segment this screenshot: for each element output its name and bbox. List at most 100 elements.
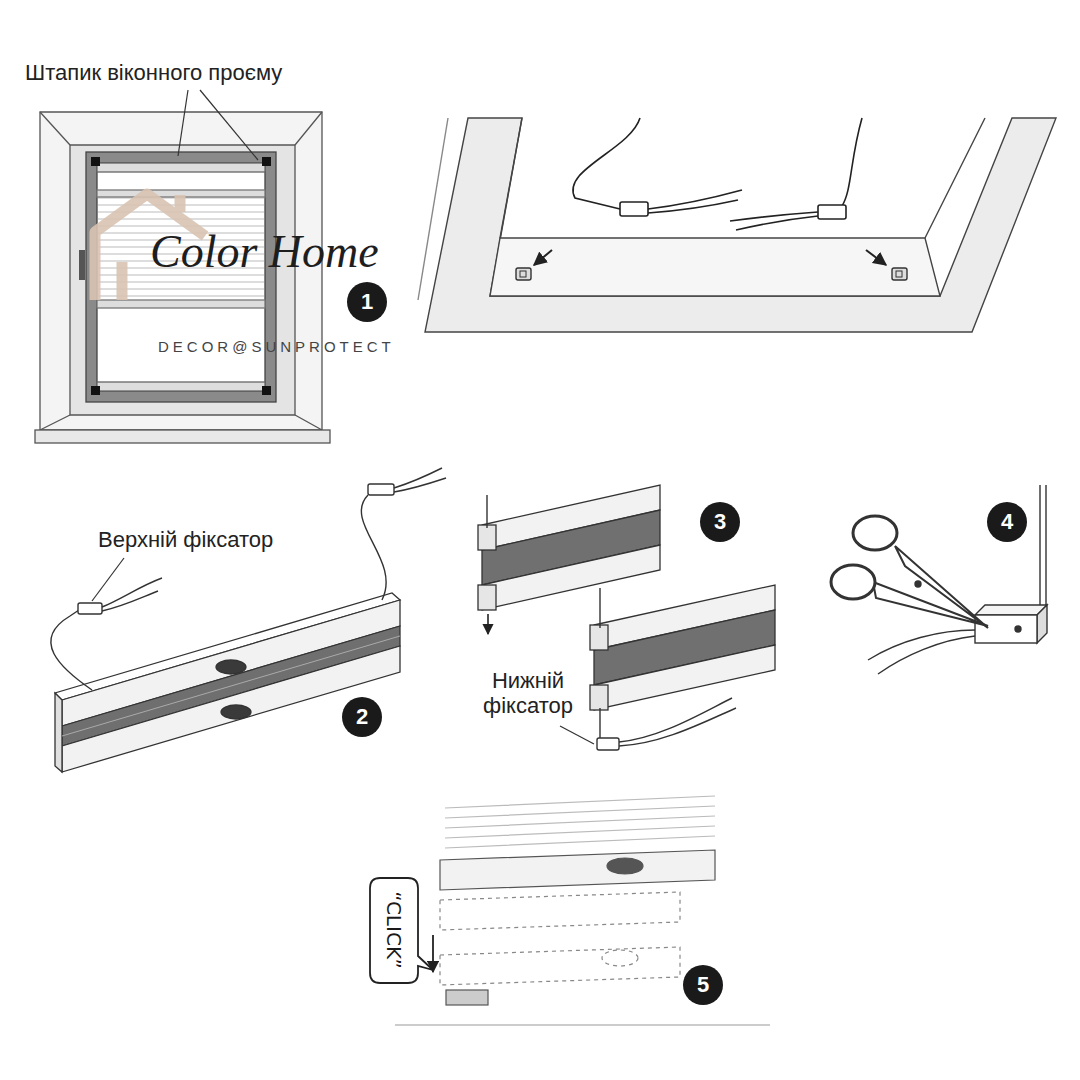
- click-illustration: [445, 796, 715, 848]
- cord-with-fixator: [51, 468, 446, 690]
- window-frame-illustration: [896, 271, 902, 277]
- window-frame-illustration: [516, 268, 531, 280]
- leader-line: [560, 726, 594, 744]
- node-text: “CLICK”: [384, 891, 404, 968]
- direction-arrow: [487, 614, 489, 634]
- blind-illustration: [62, 636, 400, 736]
- speech-bubble: “CLICK”: [369, 877, 419, 984]
- click-illustration: [440, 850, 715, 890]
- direction-arrow: [534, 250, 552, 265]
- blind-illustration: [55, 593, 400, 772]
- blind-illustration: [216, 660, 246, 674]
- watermark: Color Home: [150, 226, 379, 279]
- direction-arrow: [487, 614, 489, 634]
- blind-illustration: [221, 705, 251, 719]
- cord-with-fixator: [597, 738, 619, 750]
- part-label: Штапик віконного проєму: [25, 60, 282, 85]
- cord-with-fixator: [394, 478, 446, 492]
- cord-with-fixator: [736, 216, 818, 230]
- node-text: 1: [361, 291, 373, 313]
- cord-with-fixator: [51, 610, 92, 690]
- click-illustration: [395, 796, 770, 1025]
- direction-arrow: [432, 935, 434, 972]
- cord-with-fixator: [620, 202, 648, 216]
- window-illustration: [97, 163, 265, 172]
- cord-with-fixator: [818, 205, 846, 219]
- cutting-illustration: [975, 605, 1047, 615]
- direction-arrow: [534, 250, 886, 265]
- callout-number: 1: [347, 282, 387, 322]
- callout-number: 2: [342, 697, 382, 737]
- blind-end-illustration: [590, 625, 608, 650]
- cord-with-fixator: [842, 118, 862, 206]
- cutting-illustration: [878, 636, 975, 674]
- window-frame-illustration: [520, 271, 526, 277]
- cord-with-fixator: [599, 588, 600, 628]
- cutting-illustration: [1037, 605, 1047, 643]
- window-illustration: [97, 300, 265, 308]
- window-frame-illustration: [425, 118, 1056, 332]
- window-frame-illustration: [516, 268, 907, 280]
- window-illustration: [262, 386, 271, 395]
- cord-with-fixator: [619, 698, 732, 742]
- cutting-illustration: [975, 615, 1037, 643]
- window-illustration: [70, 145, 295, 415]
- node-text: 5: [697, 974, 709, 996]
- cord-with-fixator: [730, 212, 818, 221]
- blind-end-illustration: [590, 685, 608, 710]
- leader-line: [178, 90, 258, 160]
- blind-end-illustration: [594, 645, 775, 710]
- direction-arrow: [432, 935, 434, 972]
- callout-number: 3: [700, 502, 740, 542]
- window-frame-illustration: [892, 268, 907, 280]
- cutting-illustration: [831, 485, 1047, 674]
- node-text: 3: [714, 511, 726, 533]
- window-frame-illustration: [418, 118, 1056, 332]
- callout-number: 4: [987, 502, 1027, 542]
- window-illustration: [91, 157, 100, 166]
- leader-line: [92, 558, 124, 601]
- cutting-illustration: [1015, 626, 1021, 632]
- speech-bubble-outline: [370, 878, 433, 983]
- cutting-illustration: [895, 546, 988, 628]
- cord-with-fixator: [573, 118, 862, 230]
- cord-with-fixator: [648, 200, 738, 213]
- cutting-illustration: [853, 516, 897, 550]
- cord-with-fixator: [102, 591, 158, 611]
- window-frame-illustration: [925, 118, 985, 238]
- callout-number: 5: [683, 965, 723, 1005]
- part-label: Верхній фіксатор: [98, 527, 273, 552]
- cutting-illustration: [1040, 485, 1046, 606]
- blind-end-illustration: [478, 525, 496, 550]
- leader-line: [560, 726, 594, 744]
- window-illustration: [97, 382, 265, 391]
- cord-with-fixator: [486, 495, 487, 528]
- watermark: DECOR@SUNPROTECT: [158, 338, 395, 355]
- cutting-illustration: [868, 630, 975, 660]
- click-illustration: [440, 892, 680, 930]
- click-illustration: [602, 950, 638, 966]
- window-illustration: [79, 250, 85, 280]
- watermark-house: [175, 195, 186, 212]
- click-illustration: [440, 947, 680, 985]
- blind-illustration: [62, 646, 400, 772]
- leader-line: [92, 558, 124, 601]
- watermark-house: [117, 262, 128, 300]
- window-illustration: [35, 112, 330, 443]
- cord-with-fixator: [648, 190, 742, 209]
- cord-with-fixator: [599, 708, 600, 739]
- blind-end-illustration: [482, 545, 660, 610]
- window-frame-illustration: [500, 118, 522, 238]
- window-frame-illustration: [520, 271, 902, 277]
- window-illustration: [91, 386, 100, 395]
- blind-illustration: [55, 693, 62, 772]
- node-text: 4: [1001, 511, 1013, 533]
- cutting-illustration: [873, 582, 988, 626]
- window-frame-illustration: [490, 238, 940, 296]
- cord-with-fixator: [368, 484, 394, 495]
- cord-with-fixator: [361, 495, 386, 600]
- blind-end-illustration: [478, 585, 496, 610]
- window-illustration: [262, 157, 271, 166]
- click-illustration: [440, 892, 680, 985]
